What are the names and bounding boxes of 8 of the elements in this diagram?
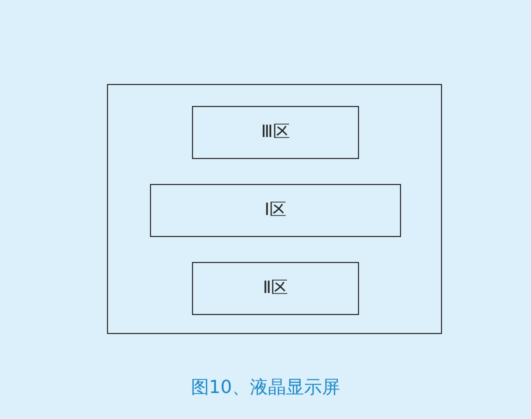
display-frame <box>107 84 442 334</box>
zone-label: Ⅰ区 <box>264 202 286 219</box>
zone-box <box>192 262 359 315</box>
zone-label: Ⅲ区 <box>261 124 290 141</box>
caption: 图10、液晶显示屏 <box>191 376 340 400</box>
zone-box <box>192 106 359 159</box>
zone-box <box>150 184 401 237</box>
zone-label: Ⅱ区 <box>262 280 288 297</box>
